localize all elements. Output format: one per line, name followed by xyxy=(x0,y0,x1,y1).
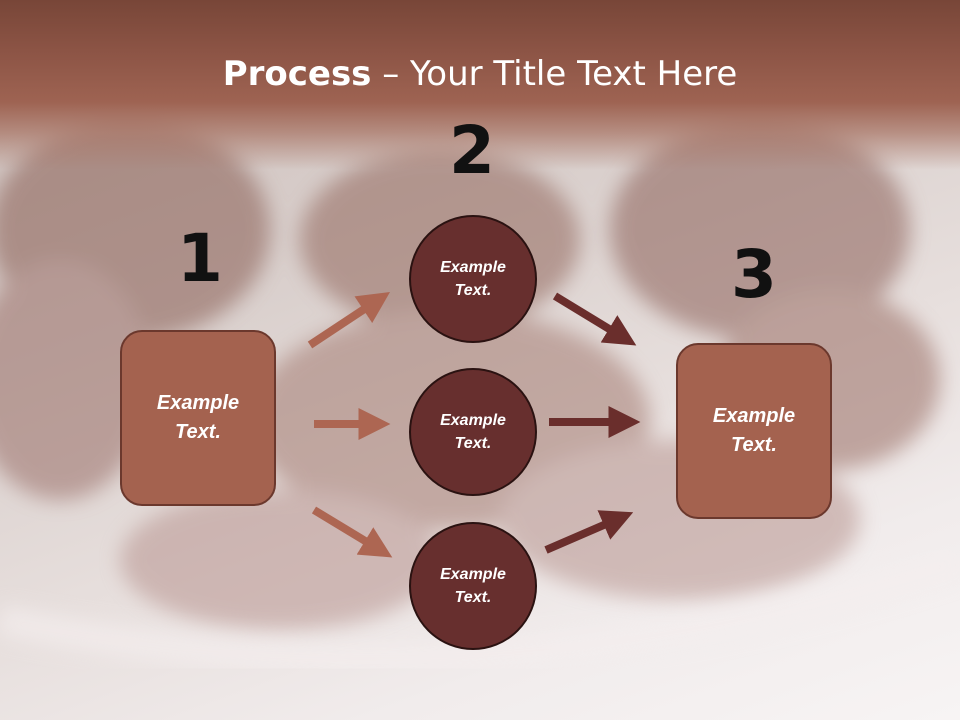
title-bold-part: Process xyxy=(222,54,372,94)
step-2-circle-middle: Example Text. xyxy=(409,368,537,496)
circle-middle-text-line-1: Example xyxy=(440,412,506,429)
step-2-circle-bottom: Example Text. xyxy=(409,522,537,650)
step-2-circle-top: Example Text. xyxy=(409,215,537,343)
step-3-text-line-1: Example xyxy=(712,405,796,427)
step-1-text-line-2: Text. xyxy=(175,421,221,443)
title-band xyxy=(0,0,960,170)
circle-top-text-line-2: Text. xyxy=(454,282,492,299)
step-3-text-line-2: Text. xyxy=(731,434,777,456)
circle-top-text-line-1: Example xyxy=(440,259,506,276)
step-1-box: Example Text. xyxy=(120,330,276,506)
step-1-number: 1 xyxy=(177,220,223,297)
arrow-box1-to-circle-top xyxy=(307,292,391,349)
step-1-text-line-1: Example xyxy=(156,392,240,414)
step-3-box: Example Text. xyxy=(676,343,832,519)
circle-bottom-text-line-2: Text. xyxy=(454,589,492,606)
arrow-circle-top-to-box3 xyxy=(552,292,637,346)
circle-bottom-text-line-1: Example xyxy=(440,566,506,583)
arrow-circle-bottom-to-box3 xyxy=(544,510,634,554)
arrow-box1-to-circle-bottom xyxy=(311,506,393,558)
title-rest-part: – Your Title Text Here xyxy=(371,54,738,94)
slide-title: Process – Your Title Text Here xyxy=(0,52,960,96)
step-3-number: 3 xyxy=(731,236,777,313)
step-2-number: 2 xyxy=(449,112,495,189)
circle-middle-text-line-2: Text. xyxy=(454,435,492,452)
